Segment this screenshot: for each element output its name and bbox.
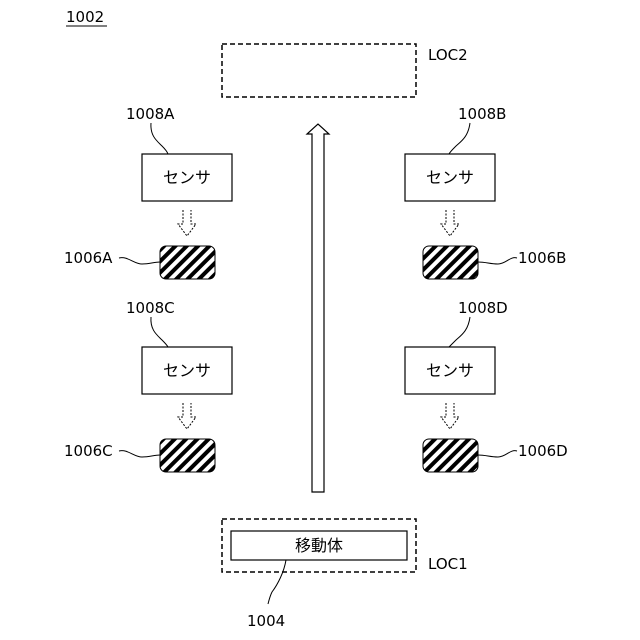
marker-leader-a	[119, 258, 160, 264]
sensor-ref-a: 1008A	[126, 105, 175, 123]
marker-a	[160, 246, 215, 279]
sensor-group-a: 1008A センサ 1006A	[64, 105, 232, 279]
signal-arrow-d	[441, 403, 459, 429]
marker-d	[423, 439, 478, 472]
moving-body-leader	[268, 560, 286, 604]
sensor-ref-c: 1008C	[126, 299, 175, 317]
marker-leader-b	[478, 258, 517, 264]
marker-ref-a: 1006A	[64, 249, 113, 267]
marker-ref-d: 1006D	[518, 442, 568, 460]
origin-label: LOC1	[428, 555, 468, 573]
signal-arrow-a	[178, 210, 196, 236]
figure-ref: 1002	[66, 8, 104, 26]
sensor-text-d: センサ	[426, 361, 474, 380]
sensor-text-a: センサ	[163, 168, 211, 187]
sensor-leader-b	[449, 123, 470, 154]
moving-body-ref: 1004	[247, 612, 285, 630]
sensor-group-c: 1008C センサ 1006C	[64, 299, 232, 472]
sensor-leader-a	[151, 123, 168, 154]
sensor-text-b: センサ	[426, 168, 474, 187]
sensor-leader-c	[151, 317, 168, 347]
marker-ref-c: 1006C	[64, 442, 113, 460]
moving-body-text: 移動体	[295, 536, 343, 555]
sensor-group-b: 1008B センサ 1006B	[405, 105, 566, 279]
destination-label: LOC2	[428, 46, 468, 64]
sensor-ref-d: 1008D	[458, 299, 508, 317]
sensor-text-c: センサ	[163, 361, 211, 380]
signal-arrow-c	[178, 403, 196, 429]
sensor-group-d: 1008D センサ 1006D	[405, 299, 568, 472]
marker-ref-b: 1006B	[518, 249, 566, 267]
destination-area	[222, 44, 416, 97]
marker-c	[160, 439, 215, 472]
marker-leader-d	[478, 451, 517, 457]
movement-arrow	[307, 124, 329, 492]
sensor-ref-b: 1008B	[458, 105, 506, 123]
marker-b	[423, 246, 478, 279]
sensor-leader-d	[449, 317, 470, 347]
signal-arrow-b	[441, 210, 459, 236]
marker-leader-c	[119, 451, 160, 457]
